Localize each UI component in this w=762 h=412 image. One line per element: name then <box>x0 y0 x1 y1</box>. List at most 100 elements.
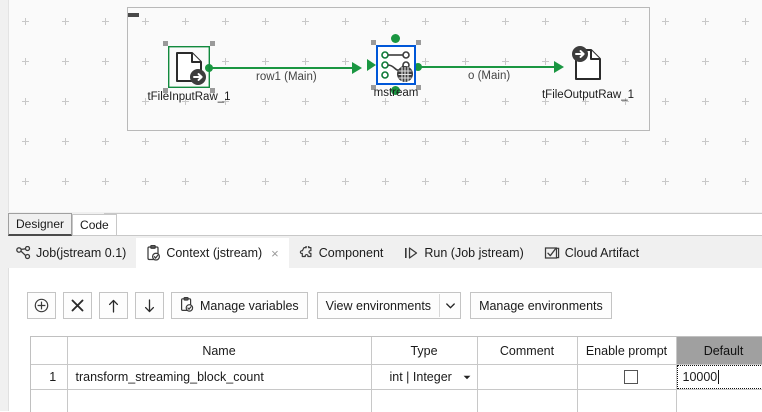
grid-mark <box>542 178 549 185</box>
file-input-icon <box>168 46 210 91</box>
grid-mark <box>422 138 429 145</box>
link-line-o[interactable] <box>418 66 558 68</box>
map-transform-icon <box>376 45 416 88</box>
tab-component[interactable]: Component <box>289 238 394 268</box>
column-header-name[interactable]: Name <box>67 337 371 365</box>
grid-mark <box>102 18 109 25</box>
grid-mark <box>182 178 189 185</box>
canvas-node-label-mstream: mstream <box>374 87 419 99</box>
default-value-text: 10000 <box>683 370 718 384</box>
cell-variable-comment[interactable] <box>477 365 577 390</box>
cell-empty-prompt[interactable] <box>577 390 676 412</box>
grid-mark <box>702 58 709 65</box>
puzzle-piece-icon <box>299 246 314 261</box>
job-design-canvas[interactable]: row1 (Main) o (Main) <box>0 0 762 212</box>
grid-mark <box>702 138 709 145</box>
context-variables-table[interactable]: Name Type Comment Enable prompt Default … <box>30 336 762 412</box>
manage-environments-button[interactable]: Manage environments <box>470 292 612 319</box>
cell-empty-comment[interactable] <box>477 390 577 412</box>
grid-mark <box>662 138 669 145</box>
grid-mark <box>102 58 109 65</box>
close-icon[interactable]: × <box>271 247 279 260</box>
subjob-collapse-icon[interactable] <box>128 13 139 17</box>
default-value-input[interactable]: 10000 <box>677 365 762 389</box>
cell-empty-name[interactable] <box>67 390 371 412</box>
grid-mark <box>662 58 669 65</box>
canvas-left-gutter <box>0 0 9 212</box>
file-output-icon <box>566 44 610 89</box>
grid-mark <box>742 138 749 145</box>
move-up-button[interactable] <box>99 292 128 319</box>
cell-default-value[interactable]: 10000 <box>676 365 762 390</box>
grid-mark <box>102 138 109 145</box>
grid-mark <box>422 178 429 185</box>
tab-label-context-jstream: Context (jstream) <box>166 246 262 260</box>
grid-mark <box>22 98 29 105</box>
tab-context-jstream[interactable]: Context (jstream) × <box>136 238 288 268</box>
move-down-button[interactable] <box>135 292 164 319</box>
grid-mark <box>62 58 69 65</box>
tab-code[interactable]: Code <box>72 214 117 236</box>
column-header-comment[interactable]: Comment <box>477 337 577 365</box>
grid-mark <box>662 178 669 185</box>
canvas-node-tfileoutputraw[interactable]: tFileOutputRaw_1 <box>566 44 610 86</box>
text-caret <box>718 370 719 384</box>
remove-variable-button[interactable] <box>63 292 92 319</box>
job-graph-icon <box>16 246 31 260</box>
tab-cloud-artifact[interactable]: Cloud Artifact <box>534 238 649 268</box>
add-variable-button[interactable] <box>27 292 56 319</box>
grid-mark <box>262 178 269 185</box>
cell-variable-type[interactable]: int | Integer <box>371 365 477 390</box>
table-row[interactable]: 1 transform_streaming_block_count int | … <box>31 365 762 390</box>
context-toolbar: Manage variables View environments Manag… <box>27 292 621 319</box>
grid-mark <box>462 138 469 145</box>
editor-tabs: Designer Code <box>8 213 117 236</box>
grid-mark <box>62 18 69 25</box>
grid-mark <box>222 138 229 145</box>
canvas-node-mstream[interactable]: mstream <box>376 45 416 85</box>
manage-variables-icon <box>180 297 194 315</box>
type-chevron-down-icon[interactable] <box>463 373 471 382</box>
cell-empty-type[interactable] <box>371 390 477 412</box>
link-line-row1[interactable] <box>209 67 355 69</box>
column-header-default[interactable]: Default <box>676 337 762 365</box>
chevron-down-icon[interactable] <box>439 294 460 317</box>
grid-mark <box>262 138 269 145</box>
cell-variable-type-value: int | Integer <box>390 370 452 384</box>
grid-mark <box>182 138 189 145</box>
enable-prompt-checkbox[interactable] <box>624 370 638 384</box>
canvas-node-label-tfileoutputraw: tFileOutputRaw_1 <box>542 89 634 101</box>
column-header-index[interactable] <box>31 337 67 365</box>
grid-mark <box>582 178 589 185</box>
grid-mark <box>142 178 149 185</box>
grid-mark <box>302 138 309 145</box>
view-environments-select[interactable]: View environments <box>317 292 461 319</box>
context-clipboard-icon <box>146 245 161 261</box>
grid-mark <box>342 178 349 185</box>
tab-job-jstream[interactable]: Job(jstream 0.1) <box>6 238 136 268</box>
cell-variable-name[interactable]: transform_streaming_block_count <box>67 365 371 390</box>
link-arrow-o <box>554 61 564 73</box>
link-label-o: o (Main) <box>468 70 510 82</box>
grid-mark <box>222 178 229 185</box>
mstream-top-connector-dot <box>391 34 400 43</box>
grid-mark <box>502 178 509 185</box>
grid-mark <box>62 98 69 105</box>
grid-mark <box>742 58 749 65</box>
tab-designer[interactable]: Designer <box>8 213 72 236</box>
grid-mark <box>742 18 749 25</box>
mstream-input-connector <box>367 59 376 71</box>
cell-enable-prompt[interactable] <box>577 365 676 390</box>
link-label-row1: row1 (Main) <box>256 71 317 83</box>
manage-variables-button[interactable]: Manage variables <box>171 292 308 319</box>
column-header-enable-prompt[interactable]: Enable prompt <box>577 337 676 365</box>
tab-run-job-jstream[interactable]: Run (Job jstream) <box>393 238 533 268</box>
editor-tab-filler <box>104 213 762 236</box>
cell-empty-default[interactable] <box>676 390 762 412</box>
tab-label-component: Component <box>319 246 384 260</box>
table-empty-row[interactable] <box>31 390 762 412</box>
grid-mark <box>142 138 149 145</box>
grid-mark <box>22 18 29 25</box>
column-header-type[interactable]: Type <box>371 337 477 365</box>
canvas-node-tfileinputraw[interactable]: tFileInputRaw_1 <box>168 46 210 88</box>
